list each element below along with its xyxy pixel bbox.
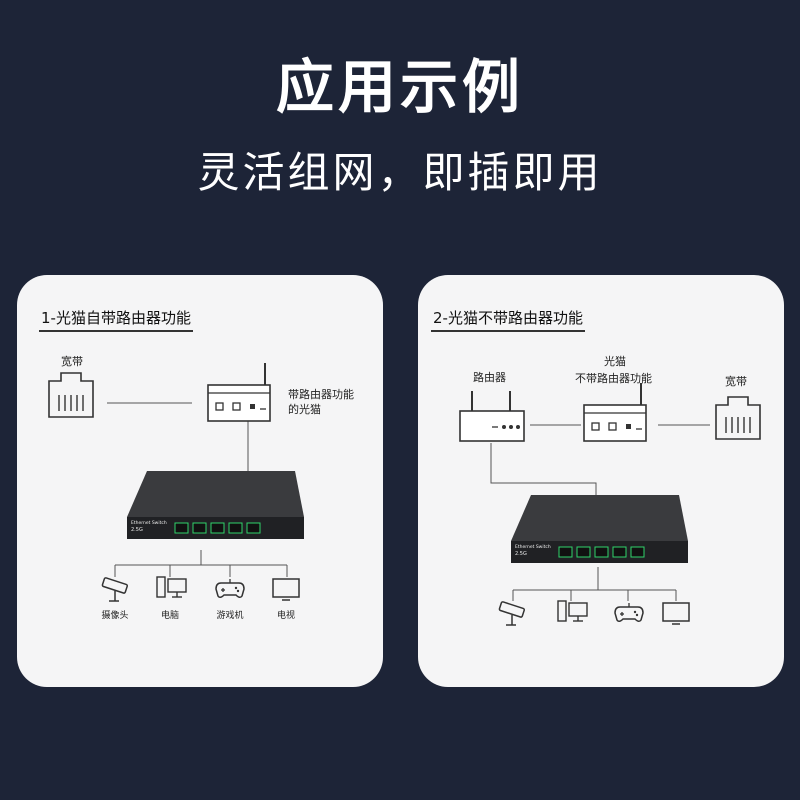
broadband-label: 宽带 — [725, 375, 747, 388]
router-label: 路由器 — [473, 371, 506, 384]
router-icon — [459, 391, 525, 442]
device-label-console: 游戏机 — [216, 611, 244, 621]
switch-model-text: 2.5G — [131, 527, 143, 533]
ethernet-switch-icon: Ethernet Switch 2.5G — [127, 471, 304, 539]
switch-brand-text: Ethernet Switch — [131, 520, 167, 526]
device-label-tv: 电视 — [276, 611, 295, 621]
modem-icon — [583, 383, 647, 442]
tv-icon — [662, 602, 690, 625]
modem-label-line1: 带路由器功能 — [288, 388, 354, 401]
page-title: 应用示例 — [275, 53, 524, 121]
device-label-camera: 摄像头 — [101, 611, 129, 621]
broadband-label: 宽带 — [61, 355, 83, 368]
camera-icon — [498, 601, 526, 626]
example-card-with-router-modem: 1-光猫自带路由器功能 — [17, 275, 383, 687]
modem-icon — [207, 363, 271, 422]
ethernet-jack-icon — [48, 372, 94, 418]
modem-label-line2: 不带路由器功能 — [575, 372, 652, 385]
gamepad-icon — [614, 603, 644, 623]
switch-brand-text: Ethernet Switch — [515, 544, 551, 550]
gamepad-icon — [215, 579, 245, 599]
device-label-computer: 电脑 — [160, 611, 179, 621]
tv-icon — [272, 578, 300, 601]
network-diagram: Ethernet Switch 2.5G — [48, 363, 304, 602]
modem-label-line1: 光猫 — [604, 355, 626, 368]
network-diagram: Ethernet Switch 2.5G — [459, 383, 761, 626]
page-subtitle: 灵活组网，即插即用 — [197, 148, 603, 197]
modem-label-line2: 的光猫 — [288, 403, 321, 416]
computer-icon — [156, 576, 187, 598]
example-card-without-router-modem: 2-光猫不带路由器功能 — [418, 275, 784, 687]
card-heading: 2-光猫不带路由器功能 — [431, 306, 585, 332]
computer-icon — [557, 600, 588, 622]
switch-model-text: 2.5G — [515, 551, 527, 557]
camera-icon — [101, 577, 129, 602]
ethernet-switch-icon: Ethernet Switch 2.5G — [511, 495, 688, 563]
ethernet-jack-icon — [715, 396, 761, 440]
card-heading: 1-光猫自带路由器功能 — [39, 306, 193, 332]
